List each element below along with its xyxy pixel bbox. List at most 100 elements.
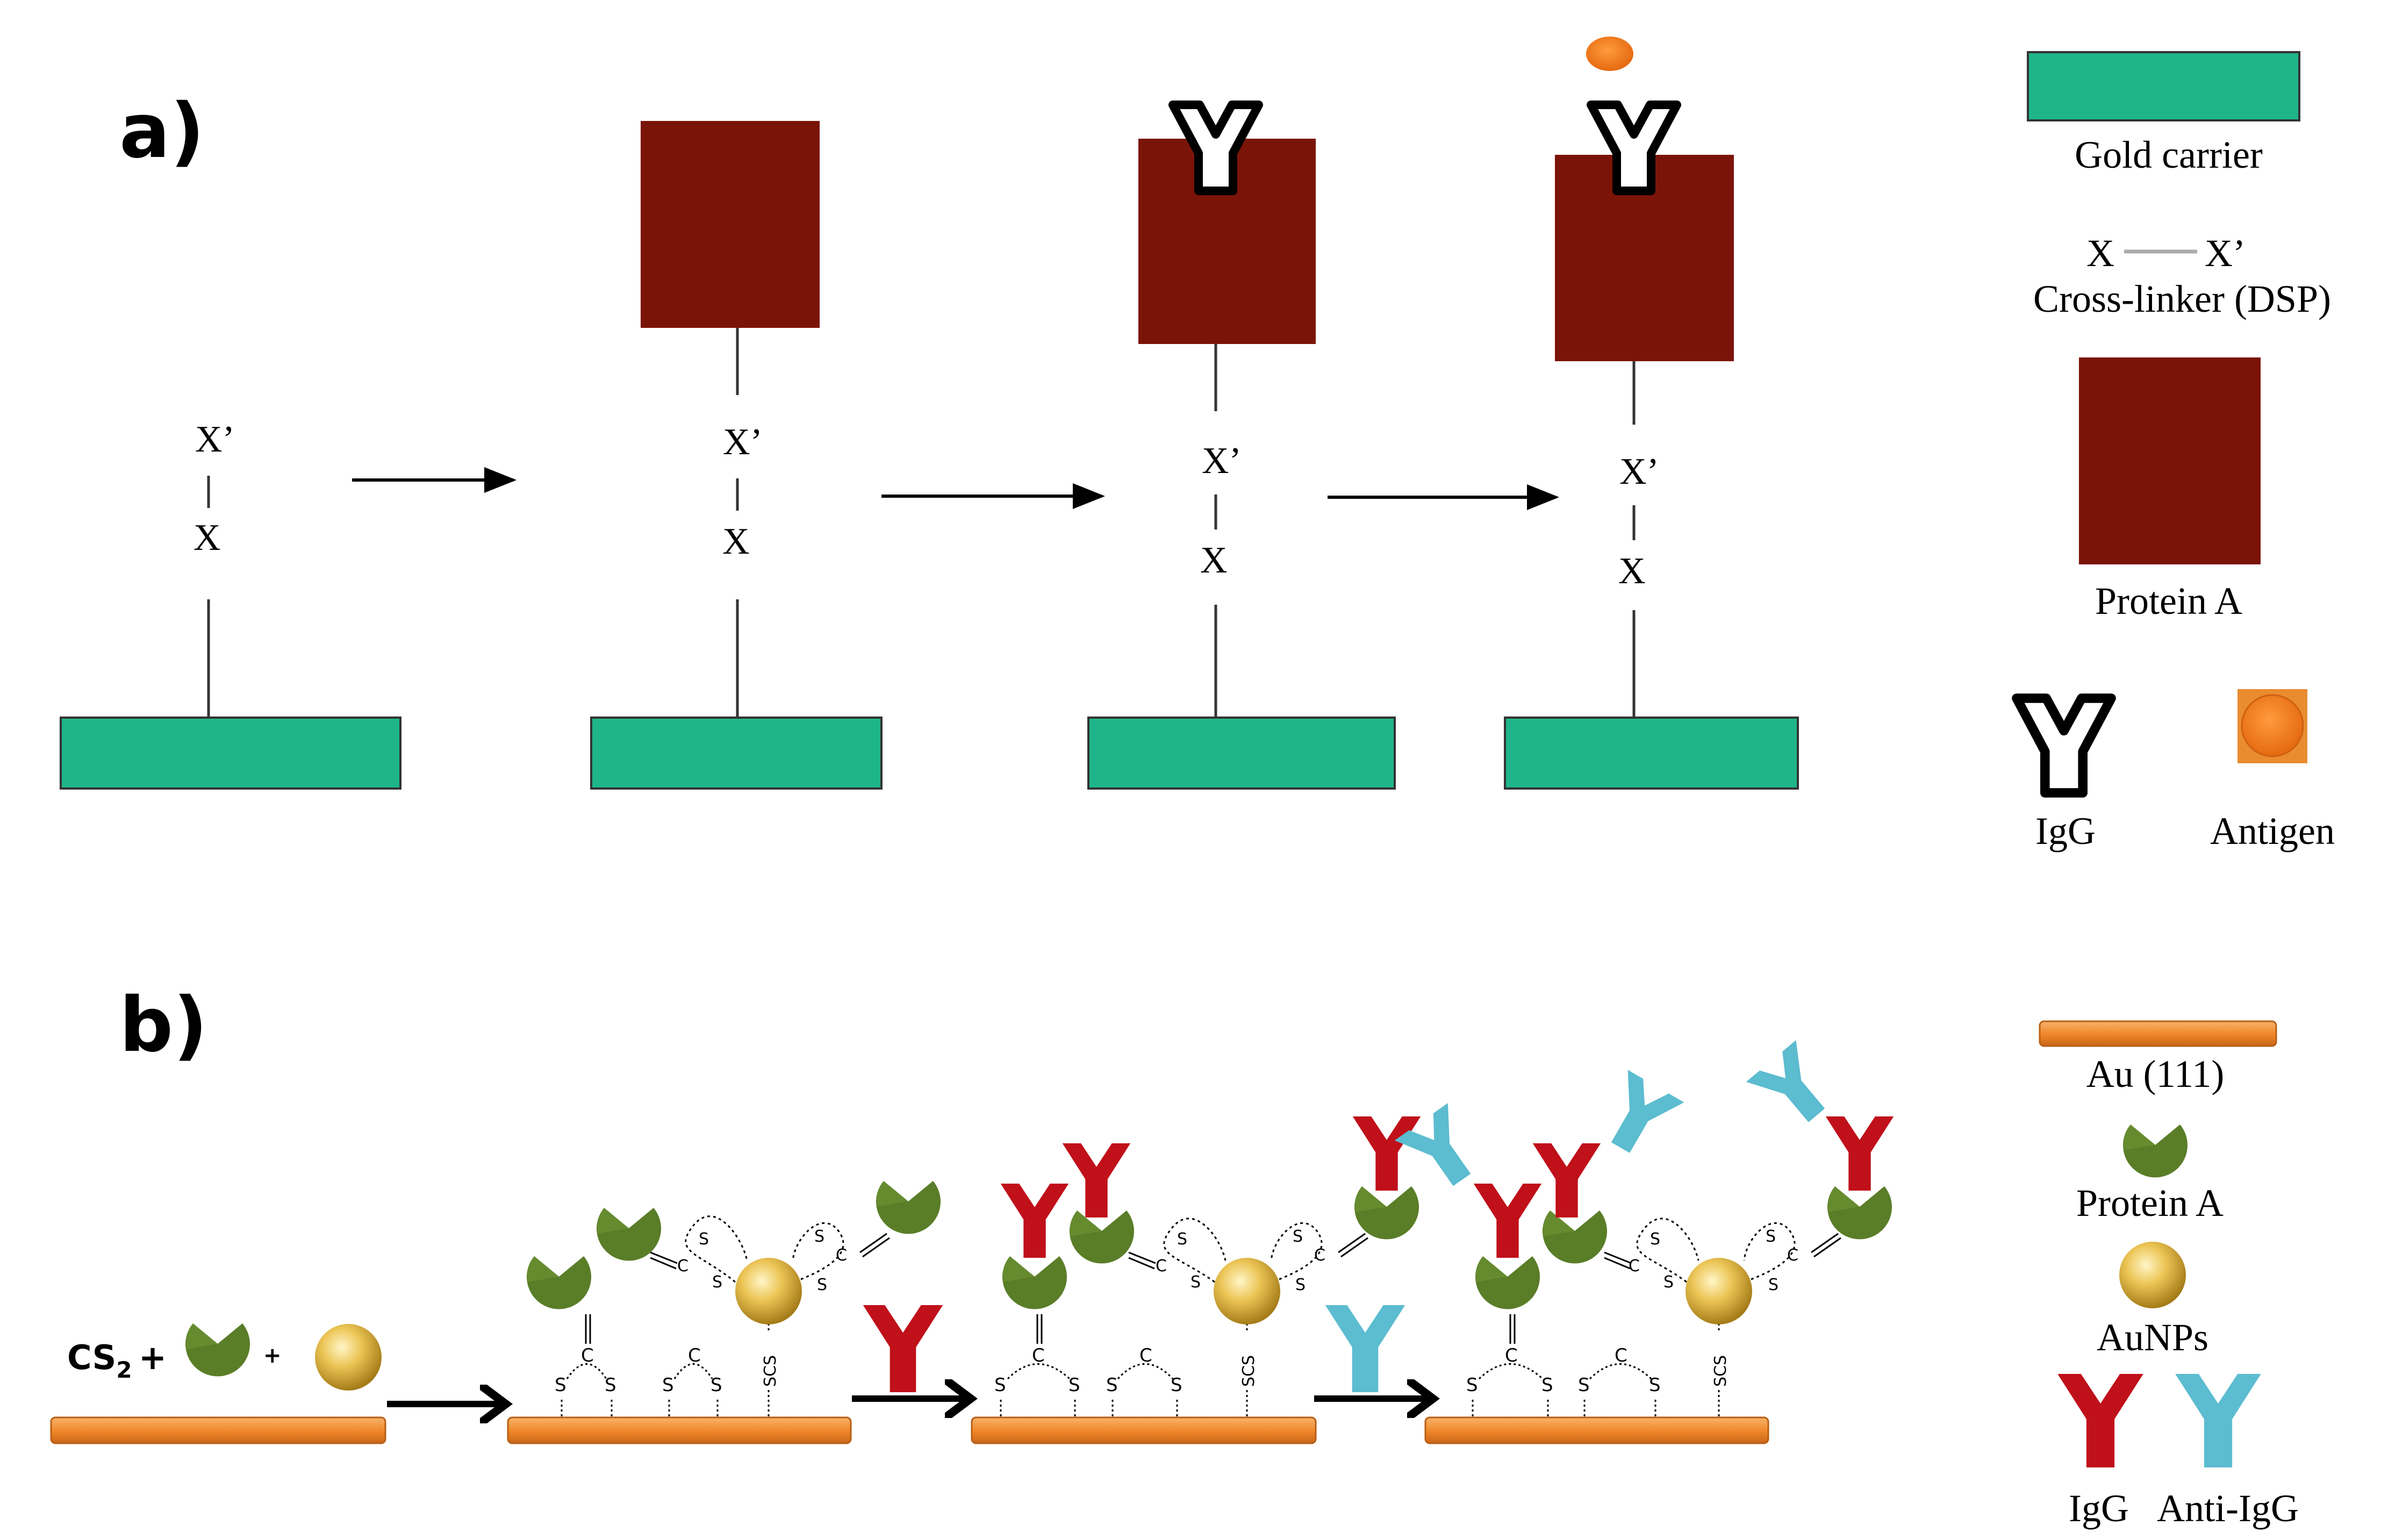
legend-protein-a: Protein A bbox=[2076, 1181, 2224, 1224]
protein-a-swatch bbox=[2079, 357, 2261, 564]
anti-igg-icon bbox=[1325, 1305, 1405, 1392]
igg-icon bbox=[1532, 1143, 1601, 1217]
aunp-icon bbox=[1686, 1258, 1752, 1324]
svg-text:C: C bbox=[1787, 1246, 1798, 1265]
legend-aunps: AuNPs bbox=[2097, 1316, 2208, 1359]
panel-a-step-3: X’ X bbox=[1087, 105, 1396, 790]
svg-text:SCS: SCS bbox=[1711, 1355, 1730, 1387]
aunp-icon bbox=[1214, 1258, 1280, 1324]
au111-swatch bbox=[2039, 1020, 2277, 1047]
igg-icon bbox=[2017, 698, 2111, 793]
svg-text:S: S bbox=[1663, 1273, 1674, 1292]
protein-a-icon bbox=[1354, 1186, 1419, 1240]
svg-text:C: C bbox=[1156, 1257, 1167, 1276]
legend-au111: Au (111) bbox=[2086, 1052, 2225, 1095]
scs-linker: SCS bbox=[1239, 1312, 1258, 1416]
panel-b-step-3: S S C S S C SCS S C S S bbox=[971, 1116, 1421, 1444]
legend-crosslinker-x: X bbox=[2086, 232, 2114, 275]
dithiocarbamate-loop bbox=[685, 1215, 748, 1283]
svg-text:S: S bbox=[817, 1276, 827, 1294]
anti-igg-icon bbox=[1746, 1040, 1842, 1136]
gold-carrier-bar bbox=[1087, 717, 1396, 790]
igg-icon bbox=[1352, 1116, 1421, 1191]
svg-text:S: S bbox=[1171, 1374, 1182, 1396]
dithiocarbamate-group: S S C bbox=[662, 1345, 722, 1416]
au111-bar bbox=[1424, 1416, 1769, 1444]
aunp-icon bbox=[735, 1258, 802, 1324]
igg-icon bbox=[1000, 1184, 1069, 1258]
legend-crosslinker-label: Cross-linker (DSP) bbox=[2033, 277, 2331, 320]
svg-text:C: C bbox=[581, 1345, 594, 1366]
anti-igg-icon bbox=[2175, 1374, 2261, 1467]
anti-igg-icon bbox=[1592, 1070, 1684, 1164]
scs-linker: SCS bbox=[1711, 1312, 1730, 1416]
panel-b-step-1: CS2 + + bbox=[50, 1323, 386, 1444]
svg-text:S: S bbox=[605, 1374, 616, 1396]
igg-icon bbox=[863, 1305, 943, 1392]
svg-text:S: S bbox=[1768, 1276, 1778, 1294]
legend-gold-carrier: Gold carrier bbox=[2075, 133, 2263, 176]
panel-b-step-4: S S C S S C SCS S C S S bbox=[1394, 1040, 1894, 1444]
plus-sign: + bbox=[139, 1338, 167, 1377]
antigen-icon bbox=[1586, 37, 1633, 71]
linker-x: X bbox=[1200, 540, 1228, 581]
svg-text:S: S bbox=[1106, 1374, 1118, 1396]
svg-text:S: S bbox=[699, 1230, 709, 1249]
panel-a-label: a) bbox=[119, 88, 204, 175]
panel-b-label: b) bbox=[119, 982, 207, 1069]
svg-text:S: S bbox=[662, 1374, 674, 1396]
panel-b-step-2: S S C S S C SCS S C S bbox=[507, 1181, 941, 1444]
panel-a-step-1: X’ X bbox=[60, 419, 401, 790]
legend-crosslinker-xp: X’ bbox=[2205, 232, 2246, 275]
igg-icon bbox=[2057, 1374, 2143, 1467]
gold-carrier-bar bbox=[60, 717, 401, 790]
igg-icon bbox=[1473, 1184, 1542, 1258]
svg-text:S: S bbox=[1293, 1227, 1303, 1246]
protein-a-icon bbox=[1002, 1256, 1067, 1309]
legend-antigen: Antigen bbox=[2210, 810, 2335, 853]
svg-text:S: S bbox=[1578, 1374, 1590, 1396]
svg-text:S: S bbox=[1068, 1374, 1080, 1396]
svg-text:SCS: SCS bbox=[1239, 1355, 1258, 1387]
legend-a: Gold carrier X X’ Cross-linker (DSP) Pro… bbox=[2017, 51, 2335, 853]
linker-x-prime: X’ bbox=[1619, 451, 1659, 492]
protein-a-icon bbox=[1475, 1256, 1540, 1309]
au111-bar bbox=[971, 1416, 1317, 1444]
svg-text:S: S bbox=[1466, 1374, 1478, 1396]
svg-text:C: C bbox=[836, 1246, 847, 1265]
svg-text:S: S bbox=[555, 1374, 566, 1396]
linker-x: X bbox=[1618, 550, 1646, 592]
svg-text:S: S bbox=[711, 1374, 722, 1396]
svg-text:S: S bbox=[1541, 1374, 1553, 1396]
svg-text:C: C bbox=[1629, 1257, 1640, 1276]
protein-a-icon bbox=[185, 1323, 250, 1377]
svg-text:C: C bbox=[688, 1345, 701, 1366]
dithiocarbamate-loop bbox=[1743, 1222, 1796, 1280]
legend-igg: IgG bbox=[2069, 1487, 2129, 1530]
svg-text:S: S bbox=[994, 1374, 1006, 1396]
cs2-label: CS2 bbox=[67, 1338, 132, 1383]
dithiocarbamate-loop bbox=[1270, 1222, 1323, 1280]
igg-icon bbox=[1062, 1143, 1131, 1217]
legend-protein-a: Protein A bbox=[2095, 579, 2242, 622]
protein-a-icon bbox=[876, 1181, 941, 1234]
protein-a-block bbox=[641, 121, 820, 328]
protein-a-icon bbox=[1543, 1210, 1607, 1264]
dithiocarbamate-group: S S C bbox=[1106, 1345, 1182, 1416]
scs-linker: SCS bbox=[761, 1312, 780, 1416]
protein-a-icon bbox=[1070, 1210, 1134, 1264]
legend-b: Au (111) Protein A AuNPs IgG Anti-IgG bbox=[2039, 1020, 2299, 1530]
svg-text:S: S bbox=[1766, 1227, 1776, 1246]
svg-text:S: S bbox=[1295, 1276, 1306, 1294]
svg-text:C: C bbox=[1505, 1345, 1518, 1366]
dithiocarbamate-group: S S C bbox=[1578, 1345, 1661, 1416]
linker-x: X bbox=[193, 517, 221, 558]
au111-bar bbox=[50, 1416, 386, 1444]
gold-carrier-swatch bbox=[2027, 51, 2300, 121]
gold-carrier-bar bbox=[590, 717, 883, 790]
svg-text:C: C bbox=[1615, 1345, 1627, 1366]
dithiocarbamate-loop bbox=[792, 1222, 844, 1280]
svg-text:C: C bbox=[677, 1257, 689, 1276]
gold-carrier-bar bbox=[1504, 717, 1799, 790]
